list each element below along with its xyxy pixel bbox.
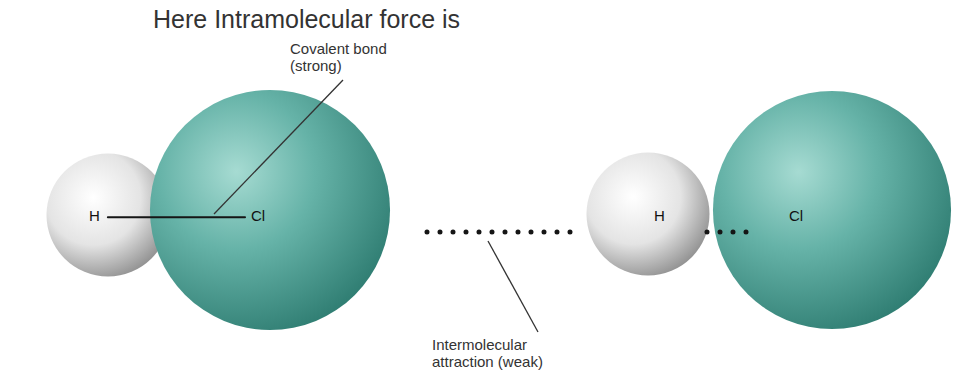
chlorine-atom: Cl [149, 89, 391, 331]
sphere-shape [713, 91, 951, 329]
heading-label: Here Intramolecular force is [153, 5, 460, 34]
sphere-shape [586, 152, 709, 275]
atom-sphere [712, 90, 952, 330]
leader-line [488, 241, 538, 332]
covalent-bond [108, 216, 245, 218]
hydrogen-atom: H [586, 152, 710, 276]
atom-symbol: H [89, 208, 100, 225]
atom-symbol: Cl [251, 208, 265, 225]
atom-symbol: H [654, 208, 665, 225]
atom-sphere [149, 89, 391, 331]
chlorine-atom: Cl [712, 90, 952, 330]
attraction-label: Intermolecular attraction (weak) [432, 336, 567, 371]
sphere-shape [150, 90, 390, 330]
leader-line [214, 80, 343, 214]
atom-symbol: Cl [789, 208, 803, 225]
bond-label: Covalent bond (strong) [290, 40, 405, 75]
intermolecular-dots [704, 230, 746, 235]
atom-sphere [586, 152, 710, 276]
intermolecular-dots [427, 230, 578, 235]
